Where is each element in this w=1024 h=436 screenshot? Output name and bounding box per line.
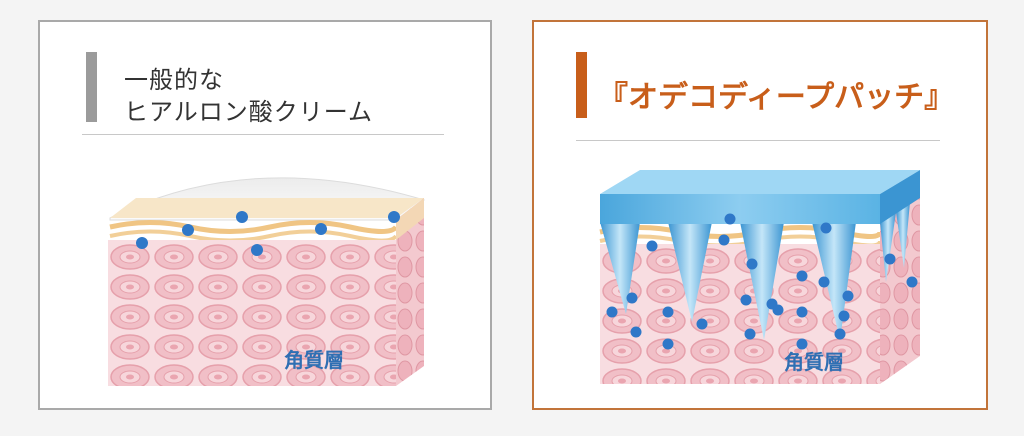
panel-title: 『オデコディープパッチ』 [598,80,955,115]
stratum-corneum-label: 角質層 [784,350,844,374]
skin-front-face [108,240,396,386]
panel-title-line-2: ヒアルロン酸クリーム [124,98,374,126]
title-divider [82,134,444,135]
odeko-deep-patch-panel: 『オデコディープパッチ』 [532,20,988,410]
hyaluronic-molecules [136,211,400,256]
hyaluronic-molecules [606,213,918,350]
title-divider [576,140,940,141]
title-accent-bar [86,52,97,122]
microneedles [600,202,910,340]
skin-side-face [396,198,424,386]
patch-side-face [880,170,920,224]
panel-title-line-1: 一般的な [124,66,224,94]
cream-skin-diagram: 角質層 [108,177,426,386]
hyaluronic-cream-panel: 一般的な ヒアルロン酸クリーム [38,20,492,410]
title-accent-bar [576,52,587,118]
patch-skin-diagram: 角質層 [599,170,920,384]
patch-front-face [600,194,880,224]
stratum-corneum-label: 角質層 [284,348,344,372]
